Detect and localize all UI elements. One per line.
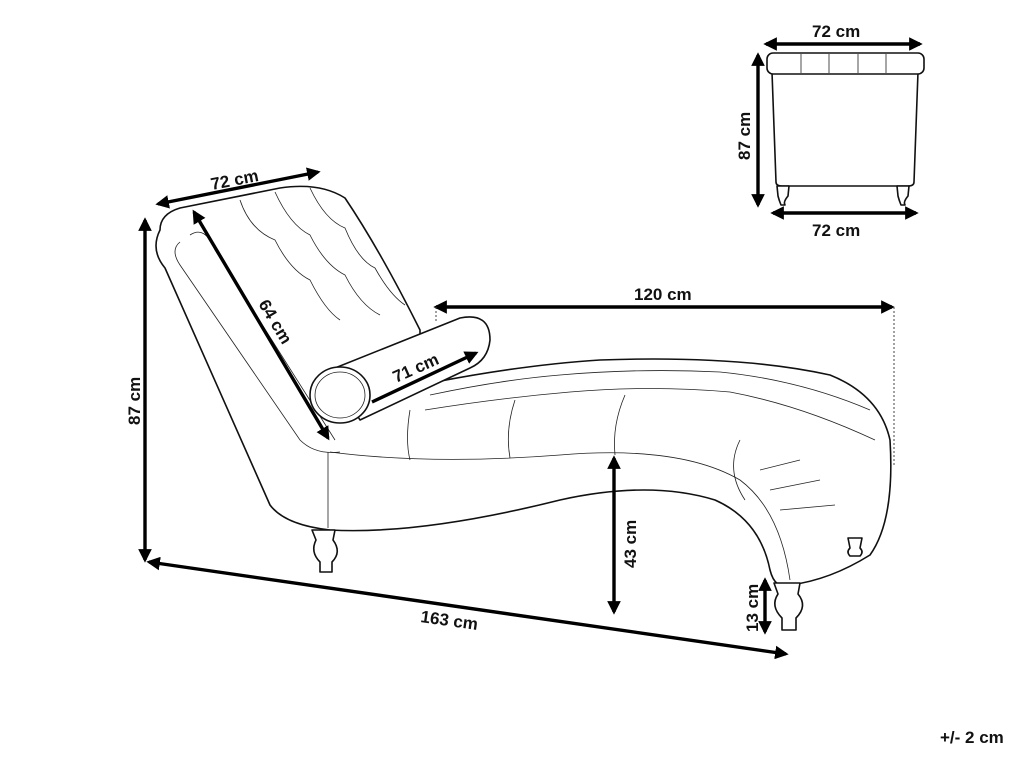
far-leg [847, 537, 863, 557]
front-leg-left [776, 185, 790, 206]
front-top-width-label: 72 cm [812, 22, 860, 41]
seat-length-label: 120 cm [634, 285, 692, 304]
front-bottom-width-label: 72 cm [812, 221, 860, 240]
rear-leg [311, 529, 339, 573]
seat-height-label: 43 cm [621, 520, 640, 568]
front-leg [773, 582, 804, 631]
front-view: 72 cm 72 cm 87 cm [735, 22, 925, 240]
tolerance-note: +/- 2 cm [940, 728, 1004, 747]
total-length-label: 163 cm [419, 607, 479, 634]
leg-height-label: 13 cm [743, 584, 762, 632]
front-height-label: 87 cm [735, 112, 754, 160]
total-height-label: 87 cm [125, 377, 144, 425]
front-leg-right [896, 185, 910, 206]
side-view: 87 cm 72 cm 64 cm 71 cm 120 cm 163 cm 43… [125, 166, 895, 660]
